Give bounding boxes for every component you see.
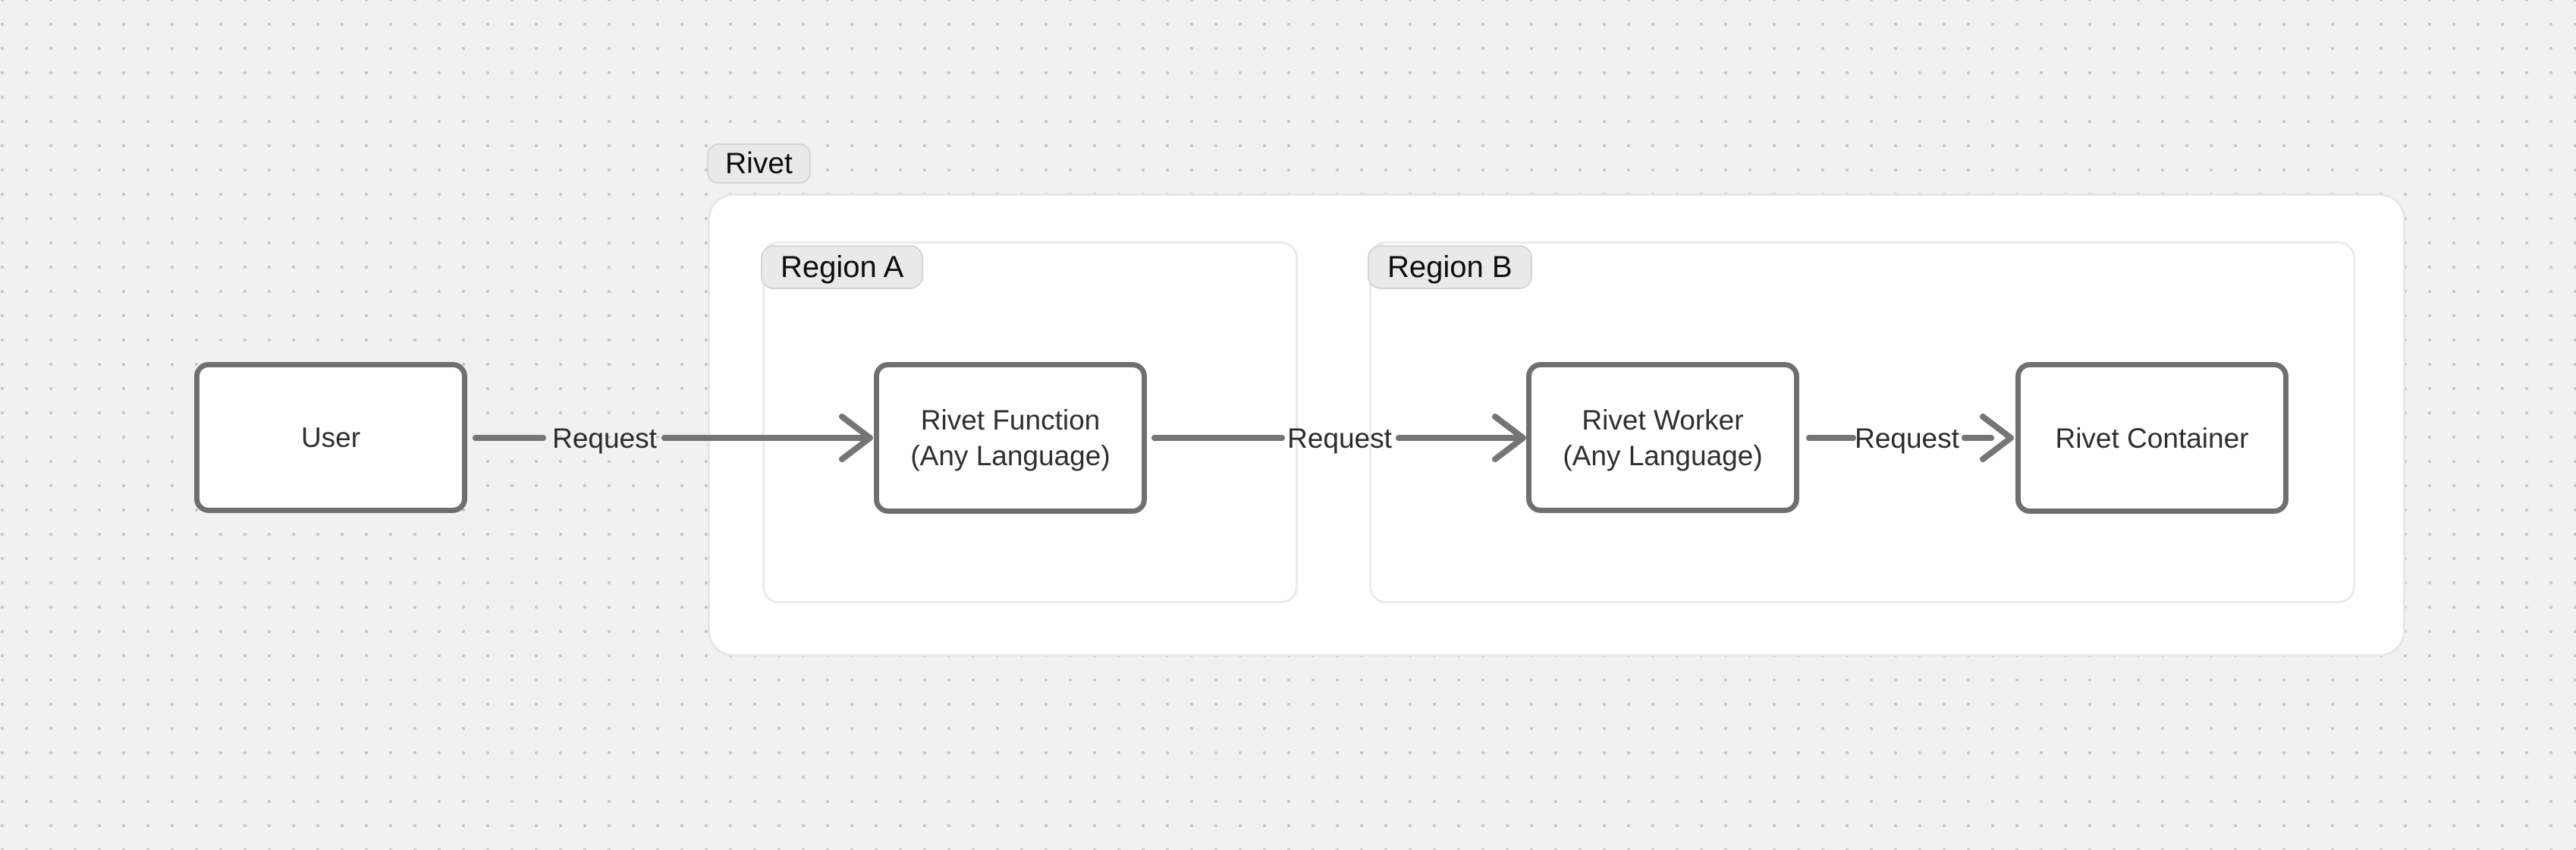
- node-rivet-function-sublabel: (Any Language): [910, 440, 1111, 471]
- node-rivet-container-label: Rivet Container: [2055, 422, 2249, 454]
- edge-label-request-1: Request: [552, 423, 657, 454]
- edge-label-request-2: Request: [1287, 423, 1392, 454]
- node-user: User: [194, 362, 467, 513]
- node-rivet-function-label: Rivet Function: [920, 405, 1101, 436]
- rivet-group-label: Rivet: [707, 143, 811, 184]
- node-user-label: User: [300, 422, 361, 453]
- region-a-label: Region A: [761, 245, 924, 289]
- region-b-label: Region B: [1368, 245, 1532, 289]
- edge-label-request-3: Request: [1855, 423, 1959, 454]
- node-rivet-worker-label: Rivet Worker: [1582, 404, 1744, 436]
- node-rivet-function: Rivet Function (Any Language): [874, 362, 1147, 514]
- node-rivet-worker: Rivet Worker (Any Language): [1526, 362, 1799, 513]
- node-rivet-container: Rivet Container: [2015, 362, 2289, 514]
- node-rivet-worker-sublabel: (Any Language): [1563, 439, 1763, 471]
